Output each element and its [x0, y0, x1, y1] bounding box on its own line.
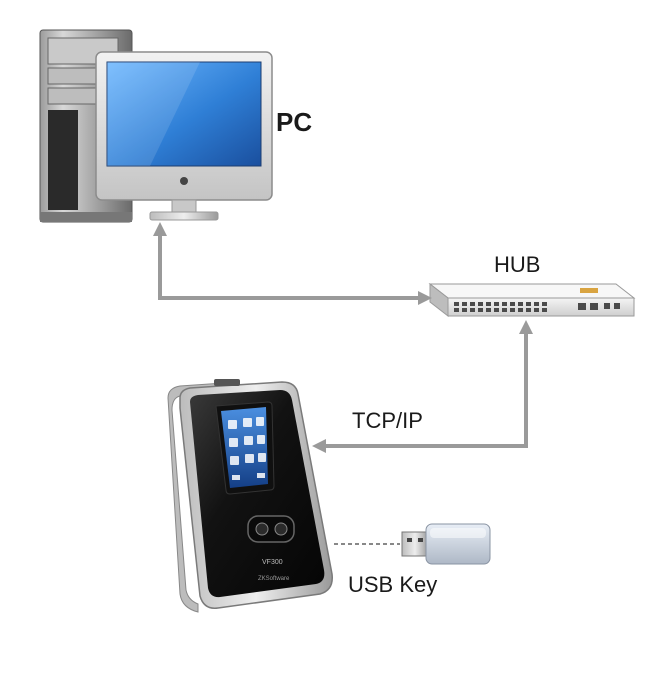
tcpip-label: TCP/IP: [352, 408, 423, 433]
monitor-icon: [95, 51, 273, 221]
device-model: VF300: [262, 559, 283, 566]
pc-label: PC: [276, 107, 312, 137]
hub-terminal-connector: [312, 320, 533, 453]
device-brand: ZKSoftware: [258, 576, 290, 582]
arrowhead-right-icon: [418, 291, 432, 305]
pc-hub-connector: [153, 222, 432, 305]
arrowhead-up-icon: [153, 222, 167, 236]
hub-label: HUB: [494, 252, 540, 277]
usb-key-icon: [401, 523, 491, 565]
usb-key-label: USB Key: [348, 572, 437, 597]
hub-icon: [428, 282, 636, 318]
terminal-icon: VF300 ZKSoftware: [167, 379, 333, 613]
arrowhead-left-icon: [312, 439, 326, 453]
arrowhead-up-icon: [519, 320, 533, 334]
